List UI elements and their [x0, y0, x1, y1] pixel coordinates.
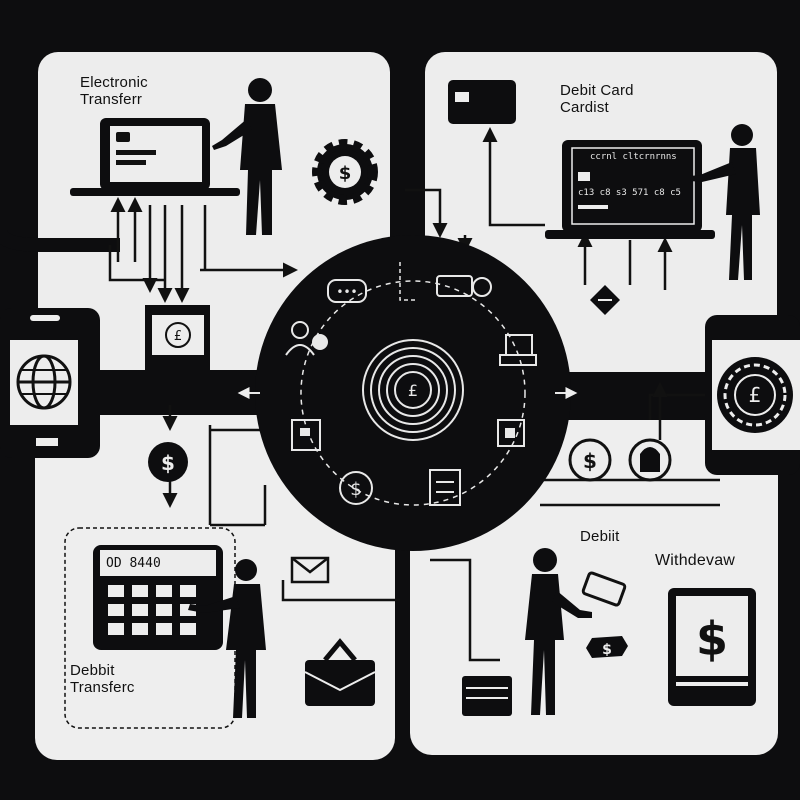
flow-arrows: [108, 127, 720, 662]
central-hub: £ ••• $: [237, 235, 578, 551]
svg-text:$: $: [583, 449, 597, 473]
envelope-icon: [290, 556, 330, 584]
title-electronic-transfer: Electronic Transferr: [80, 74, 148, 108]
money-bill-icon: $: [586, 636, 628, 658]
terminal-icon: [499, 334, 537, 366]
dollar-wallet-icon: $: [668, 588, 756, 706]
keypad-terminal: [93, 545, 223, 650]
debit-card-icon: [448, 80, 516, 124]
title-line: Debbit: [70, 662, 115, 679]
person-figure: [212, 78, 282, 235]
title-debit-withdraw-line1: Debiit: [580, 528, 620, 545]
title-debit-transfer: Debbit Transferc: [70, 662, 135, 696]
laptop-screen-line-1: ccrnl cltcrnrnns: [590, 152, 677, 162]
person-figure: [188, 559, 266, 718]
dollar-coin-icon: $: [148, 442, 188, 482]
diamond-arrow-icon: [590, 285, 620, 315]
title-line: Electronic: [80, 74, 148, 91]
card-stack-icon: [462, 676, 512, 716]
title-debit-card: Debit Card Cardist: [560, 82, 634, 116]
card-icon: [497, 419, 525, 447]
title-line: Transferc: [70, 679, 135, 696]
briefcase-icon: [304, 638, 376, 706]
card-icon: [581, 571, 627, 607]
svg-text:•••: •••: [336, 285, 357, 299]
keypad-frame: [64, 527, 236, 729]
dollar-coin-icon: $: [568, 438, 612, 482]
pound-safe-device: £: [705, 315, 800, 475]
card-coin-icon: [436, 275, 492, 297]
card-icon: [291, 419, 321, 451]
wallet-pound-icon: £: [145, 305, 210, 377]
pound-icon: £: [749, 383, 762, 407]
laptop-icon: [70, 118, 240, 196]
svg-text:$: $: [339, 163, 352, 184]
keypad-display: OD 8440: [106, 556, 161, 571]
title-line: Debit Card: [560, 82, 634, 99]
lock-coin-icon: [628, 438, 672, 482]
person-figure: [525, 548, 592, 715]
person-figure: [690, 124, 760, 280]
svg-text:$: $: [602, 642, 612, 658]
laptop-icon: [545, 140, 715, 239]
svg-text:£: £: [174, 329, 182, 344]
pound-icon: £: [408, 381, 418, 400]
title-line: Transferr: [80, 91, 143, 108]
receipt-icon: [429, 469, 461, 506]
users-icon: [285, 321, 328, 356]
globe-terminal-device: [0, 308, 100, 458]
title-debit-withdraw-line2: Withdevaw: [655, 552, 736, 569]
title-line: Cardist: [560, 99, 609, 116]
svg-text:$: $: [350, 479, 361, 500]
gear-dollar-icon: $: [312, 139, 378, 205]
laptop-screen-line-2: c13 c8 s3 571 c8 c5: [578, 188, 681, 198]
chat-bubble-icon: •••: [327, 279, 367, 303]
svg-text:$: $: [161, 451, 175, 475]
dollar-icon: $: [339, 471, 373, 505]
svg-text:$: $: [696, 612, 728, 666]
